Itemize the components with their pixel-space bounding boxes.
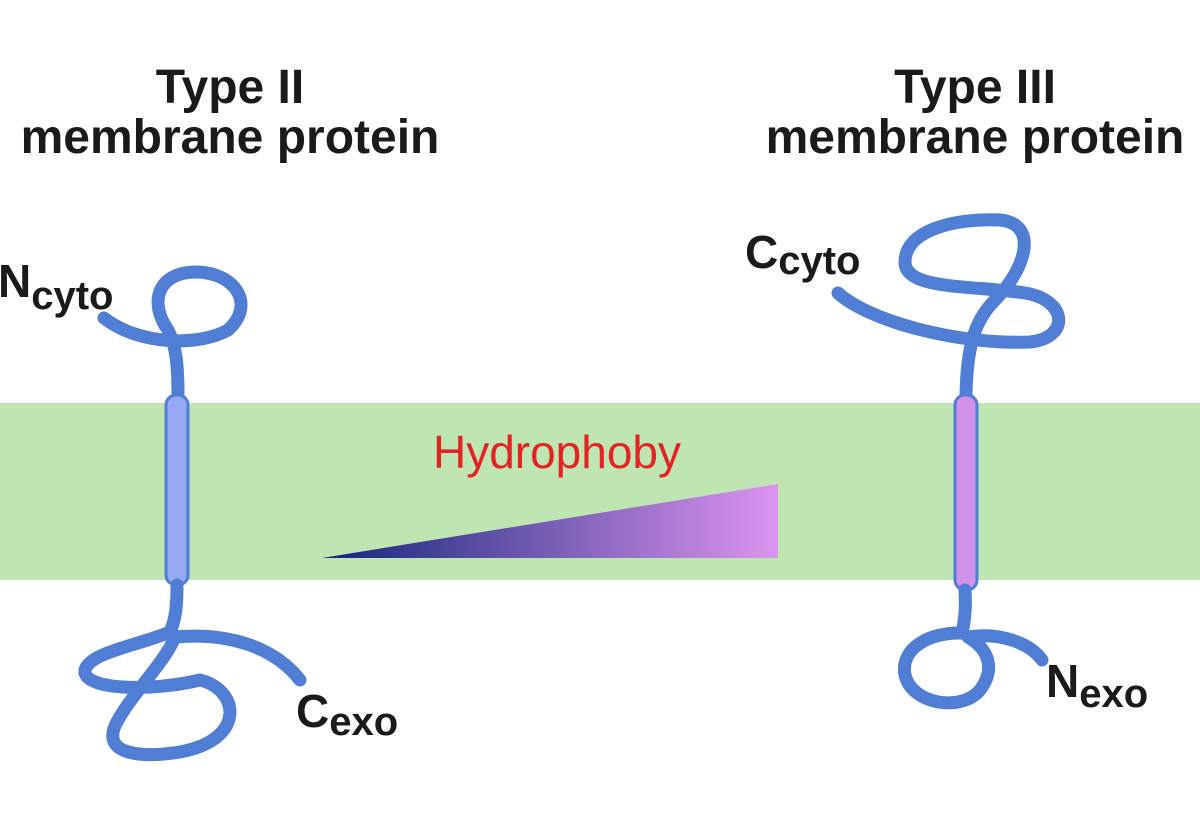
type-iii-cytoplasmic-loop — [831, 213, 1066, 402]
type-iii-title-line1: Type III — [894, 61, 1056, 114]
type-ii-exoplasmic-loop — [78, 578, 307, 762]
type-iii-title-line2: membrane protein — [766, 111, 1185, 164]
type-iii-c-terminus-label: Ccyto — [745, 226, 860, 283]
type-iii-c-term-location: cyto — [778, 239, 860, 283]
hydrophoby-label: Hydrophoby — [433, 426, 681, 478]
type-iii-n-term-letter: N — [1046, 655, 1079, 707]
type-iii-protein: Type III membrane protein Ccyto Nexo — [745, 61, 1184, 716]
type-ii-title-line1: Type II — [156, 61, 304, 114]
type-ii-title-line2: membrane protein — [21, 111, 440, 164]
type-iii-exoplasmic-loop — [898, 583, 1049, 710]
type-ii-c-terminus-label: Cexo — [296, 685, 398, 744]
type-ii-transmembrane-segment — [164, 393, 190, 587]
type-ii-n-term-location: cyto — [31, 274, 113, 318]
type-ii-n-terminus-label: Ncyto — [0, 255, 113, 318]
type-iii-n-term-location: exo — [1079, 672, 1148, 716]
hydrophobicity-wedge — [322, 484, 778, 558]
type-ii-c-term-letter: C — [296, 685, 329, 737]
type-iii-n-terminus-label: Nexo — [1046, 655, 1148, 716]
type-ii-c-term-location: exo — [329, 700, 398, 744]
type-ii-n-term-letter: N — [0, 255, 31, 307]
type-iii-transmembrane-segment — [953, 393, 979, 592]
type-ii-cytoplasmic-loop — [97, 265, 248, 402]
type-iii-c-term-letter: C — [745, 226, 778, 278]
hydrophobicity-gradient: Hydrophoby — [322, 426, 778, 558]
type-ii-protein: Type II membrane protein Ncyto Cexo — [0, 61, 440, 762]
